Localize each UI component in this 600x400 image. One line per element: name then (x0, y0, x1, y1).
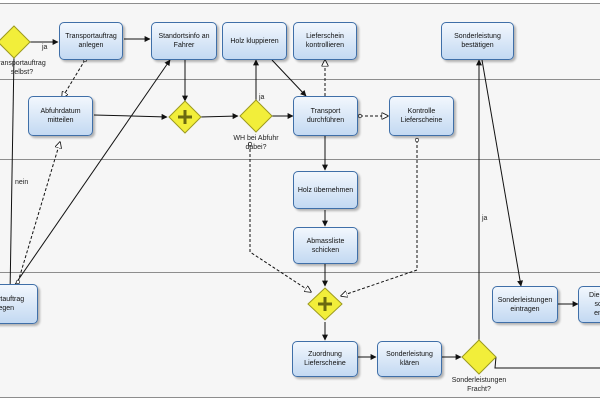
task-abmassliste-schicken[interactable]: Abmassliste schicken (293, 227, 358, 264)
task-abfuhrdatum-mitteilen[interactable]: Abfuhrdatum mitteilen (28, 96, 93, 136)
gateway-label-transportauftrag-selbst: ransportauftrag selbst? (0, 60, 46, 76)
gateway-transportauftrag-selbst[interactable] (0, 25, 31, 59)
task-sonderleistung-klaeren[interactable]: Sonderleistung klären (377, 341, 442, 377)
gateway-parallel-split[interactable] (168, 100, 202, 134)
task-transportauftrag-anlegen[interactable]: Transportauftrag anlegen (59, 22, 123, 60)
task-sonderleistungen-eintragen[interactable]: Sonderleistungen eintragen (492, 286, 558, 323)
task-dienst-partial[interactable]: Diens sc en (578, 286, 600, 323)
sequence-flows (7, 36, 600, 369)
plus-icon (318, 297, 332, 311)
gateway-wh-bei-abfuhr[interactable] (239, 99, 273, 133)
flow-label-ja-sonderleistung: ja (482, 215, 488, 222)
gateway-label-wh-bei-abfuhr: WH bei Abfuhr dabei? (233, 135, 279, 151)
gateway-parallel-join[interactable] (307, 287, 343, 321)
task-lieferschein-kontrollieren[interactable]: Lieferschein kontrollieren (293, 22, 357, 60)
task-transportauftrag-anlegen-partial[interactable]: sportauftrag legen (0, 284, 38, 324)
flow-label-ja-transportauftrag: ja (42, 44, 48, 51)
task-transport-durchfuehren[interactable]: Transport durchführen (293, 96, 358, 136)
plus-icon (178, 110, 192, 124)
gateway-label-sonderleistungen-fracht: Sonderleistungen Fracht? (451, 377, 507, 393)
gateways (0, 25, 497, 375)
task-standortsinfo-an-fahrer[interactable]: Standortsinfo an Fahrer (151, 22, 217, 60)
task-kontrolle-lieferscheine[interactable]: Kontrolle Lieferscheine (389, 96, 454, 136)
task-holz-uebernehmen[interactable]: Holz übernehmen (293, 171, 358, 209)
flow-label-ja-holz-kluppieren: ja (259, 94, 265, 101)
task-holz-kluppieren[interactable]: Holz kluppieren (222, 22, 287, 60)
message-flows (18, 60, 417, 296)
gateway-sonderleistungen-fracht[interactable] (461, 339, 497, 375)
flow-label-nein: nein (15, 179, 29, 186)
task-zuordnung-lieferscheine[interactable]: Zuordnung Lieferscheine (292, 341, 358, 377)
task-sonderleistung-bestaetigen[interactable]: Sonderleistung bestätigen (441, 22, 514, 60)
